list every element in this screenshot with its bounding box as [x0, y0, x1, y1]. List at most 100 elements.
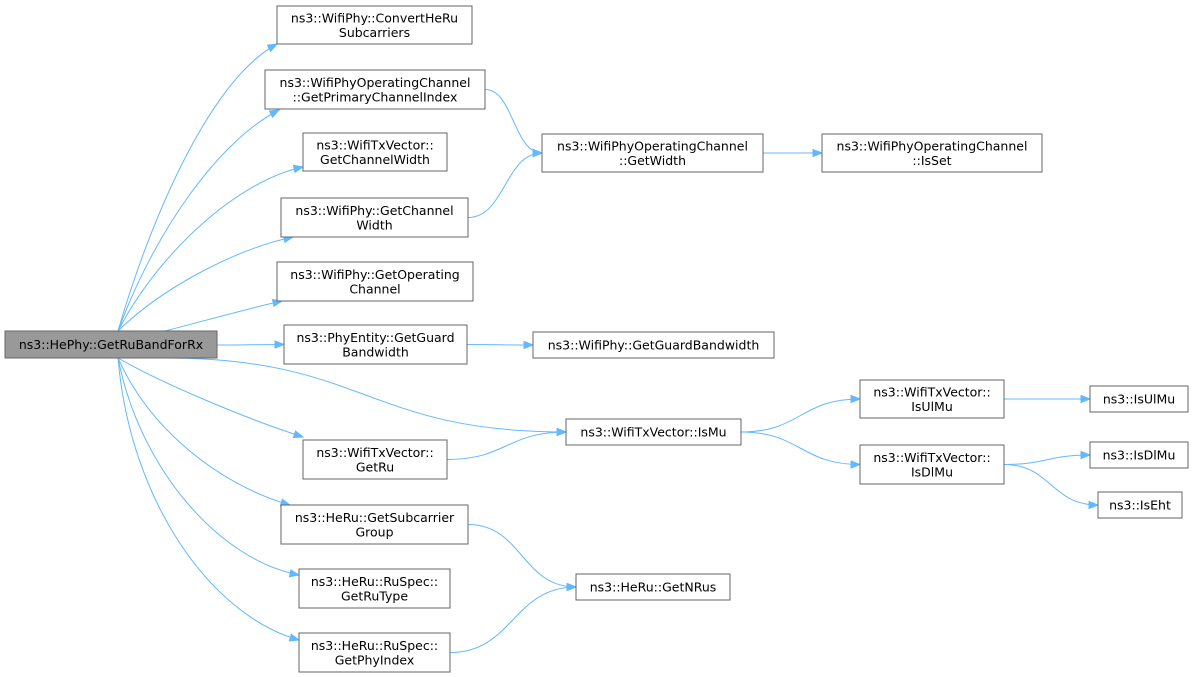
function-node-getguard[interactable]: ns3::PhyEntity::GetGuardBandwidth [283, 324, 468, 365]
node-label-line: ns3::PhyEntity::GetGuard [296, 330, 454, 345]
node-label-line: GetRu [356, 459, 394, 474]
edge-root-to-getguard [216, 344, 285, 346]
node-label-line: ns3::IsDlMu [1103, 448, 1176, 463]
edge-root-to-getprimary [117, 109, 280, 332]
function-node-opch_isset[interactable]: ns3::WifiPhyOperatingChannel::IsSet [821, 133, 1043, 173]
node-box [283, 324, 468, 365]
node-label-line: ns3::WifiPhyOperatingChannel [557, 138, 748, 153]
node-box [859, 379, 1005, 419]
node-box [1089, 441, 1189, 469]
edge-ruspec_phy-to-getnrus [449, 586, 577, 653]
node-box [280, 197, 469, 238]
node-label-line: ns3::WifiPhy::ConvertHeRu [291, 10, 458, 25]
edge-subgroup-to-getnrus [467, 524, 577, 588]
node-label-line: ns3::WifiTxVector:: [316, 445, 433, 460]
node-box [302, 132, 448, 172]
node-label-line: Width [356, 217, 392, 232]
function-node-txchwidth[interactable]: ns3::WifiTxVector::GetChannelWidth [302, 132, 448, 172]
node-box [302, 439, 448, 480]
node-label-line: ns3::WifiPhyOperatingChannel [280, 75, 471, 90]
arrowhead-txchwidth [292, 164, 305, 174]
node-box [859, 444, 1005, 485]
node-box [1089, 385, 1189, 413]
arrowhead-txgetru [292, 430, 305, 439]
edge-ismu-to-isulmu [740, 398, 861, 433]
node-label-line: Subcarriers [339, 25, 410, 40]
function-node-isulmu[interactable]: ns3::WifiTxVector::IsUlMu [859, 379, 1005, 419]
node-label-line: GetPhyIndex [335, 652, 415, 667]
function-nodes: ns3::HePhy::GetRuBandForRx ns3::WifiPhy::… [4, 5, 1189, 673]
function-node-txgetru[interactable]: ns3::WifiTxVector::GetRu [302, 439, 448, 480]
root-function-node[interactable]: ns3::HePhy::GetRuBandForRx [4, 330, 218, 359]
node-box [541, 133, 764, 173]
function-node-isdlmu[interactable]: ns3::WifiTxVector::IsDlMu [859, 444, 1005, 485]
node-box [276, 261, 474, 302]
edge-ismu-to-isdlmu [740, 431, 861, 465]
node-label-line: Channel [349, 281, 400, 296]
node-label-line: ns3::WifiTxVector:: [316, 137, 433, 152]
function-node-ruspec_phy[interactable]: ns3::HeRu::RuSpec::GetPhyIndex [298, 632, 451, 673]
node-label-line: IsUlMu [911, 399, 953, 414]
node-box [575, 573, 731, 601]
edge-root-to-phychwidth [117, 236, 294, 332]
node-label-line: ns3::HeRu::GetSubcarrier [295, 510, 455, 525]
node-label-line: ns3::HeRu::GetNRus [590, 580, 717, 595]
function-node-phychwidth[interactable]: ns3::WifiPhy::GetChannelWidth [280, 197, 469, 238]
edge-root-to-txchwidth [117, 166, 304, 332]
node-label-line: ns3::WifiPhy::GetChannel [295, 203, 453, 218]
arrowhead-ns3_iseht [1088, 500, 1100, 510]
function-node-ruspec_type[interactable]: ns3::HeRu::RuSpec::GetRuType [298, 568, 451, 609]
node-label-line: ::GetPrimaryChannelIndex [293, 89, 458, 104]
node-label-line: GetChannelWidth [320, 152, 430, 167]
node-box [821, 133, 1043, 173]
node-box [276, 5, 473, 45]
node-box [565, 418, 742, 446]
edge-root-to-subgroup [117, 357, 291, 506]
node-label-line: ns3::HeRu::RuSpec:: [311, 574, 438, 589]
arrowhead-ruspec_phy [288, 633, 301, 642]
function-node-ns3_iseht[interactable]: ns3::IsEht [1097, 491, 1183, 519]
function-node-getnrus[interactable]: ns3::HeRu::GetNRus [575, 573, 731, 601]
edge-isdlmu-to-ns3_iseht [1003, 464, 1099, 506]
arrowhead-getguard [274, 340, 286, 349]
node-box [280, 504, 469, 545]
edge-getguard-to-phy_guard [466, 344, 534, 346]
node-label-line: ns3::IsUlMu [1103, 392, 1175, 407]
arrowhead-ismu [556, 427, 568, 437]
edge-root-to-txgetru [117, 357, 304, 438]
node-label-line: ns3::WifiTxVector:: [873, 450, 990, 465]
node-label-line: ::IsSet [912, 153, 951, 168]
node-box [1097, 491, 1183, 519]
arrowhead-isdlmu [850, 460, 862, 469]
node-box [298, 632, 451, 673]
node-label-line: ns3::WifiPhy::GetOperating [290, 267, 459, 282]
function-node-ns3_isdlmu[interactable]: ns3::IsDlMu [1089, 441, 1189, 469]
node-label-line: ns3::WifiPhyOperatingChannel [837, 138, 1028, 153]
node-label-line: Bandwidth [342, 344, 409, 359]
arrowhead-opch_getwidth [532, 148, 544, 158]
arrowhead-getprimary [268, 109, 281, 119]
node-box [532, 331, 775, 359]
node-label-line: ns3::WifiTxVector::IsMu [580, 425, 726, 440]
node-label-line: ::GetWidth [619, 153, 686, 168]
node-label-line: ns3::WifiTxVector:: [873, 384, 990, 399]
edge-root-to-ruspec_type [117, 357, 300, 576]
function-node-opch_getwidth[interactable]: ns3::WifiPhyOperatingChannel::GetWidth [541, 133, 764, 173]
node-box [264, 69, 486, 110]
edge-isdlmu-to-ns3_isdlmu [1003, 454, 1091, 465]
arrowhead-ns3_isulmu [1080, 394, 1092, 404]
arrowhead-isulmu [850, 394, 862, 404]
node-box [4, 330, 218, 359]
function-node-getprimary[interactable]: ns3::WifiPhyOperatingChannel::GetPrimary… [264, 69, 486, 110]
node-label-line: ns3::HePhy::GetRuBandForRx [19, 337, 203, 352]
edge-phychwidth-to-opch_getwidth [467, 152, 543, 218]
function-node-ns3_isulmu[interactable]: ns3::IsUlMu [1089, 385, 1189, 413]
arrowhead-convert [266, 43, 279, 53]
function-node-ismu[interactable]: ns3::WifiTxVector::IsMu [565, 418, 742, 446]
function-node-phy_guard[interactable]: ns3::WifiPhy::GetGuardBandwidth [532, 331, 775, 359]
arrowhead-opch_isset [812, 148, 824, 158]
